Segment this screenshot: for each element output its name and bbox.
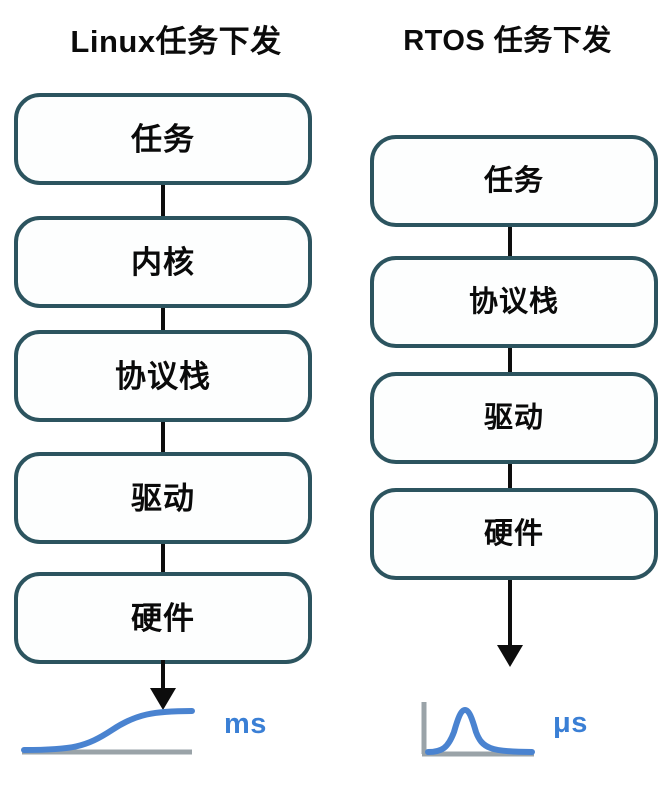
connector-task-protocol (508, 227, 512, 256)
node-label: 内核 (131, 244, 195, 280)
linux-output-arrow-head (150, 688, 176, 710)
rtos-node-task[interactable]: 任务 (370, 135, 658, 227)
connector-driver-hardware (508, 464, 512, 488)
linux-flow-column: Linux任务下发 任务 内核 协议栈 驱动 硬件 ms (14, 24, 312, 755)
connector-task-kernel (161, 185, 165, 216)
rtos-node-protocol-stack[interactable]: 协议栈 (370, 256, 658, 348)
rtos-node-hardware[interactable]: 硬件 (370, 488, 658, 580)
curve-path-sigmoid (21, 708, 195, 753)
rtos-latency-curve (421, 702, 535, 757)
node-label: 协议栈 (115, 358, 211, 394)
connector-protocol-driver (508, 348, 512, 372)
rtos-unit-label: μs (553, 707, 588, 739)
linux-node-task[interactable]: 任务 (14, 93, 312, 185)
connector-driver-hardware (161, 544, 165, 572)
linux-node-protocol-stack[interactable]: 协议栈 (14, 330, 312, 422)
rtos-flow-column: RTOS 任务下发 任务 协议栈 驱动 硬件 μs (340, 0, 671, 789)
rtos-node-driver[interactable]: 驱动 (370, 372, 658, 464)
rtos-output-arrow-line (508, 580, 512, 654)
linux-node-hardware[interactable]: 硬件 (14, 572, 312, 664)
linux-node-driver[interactable]: 驱动 (14, 452, 312, 544)
node-label: 协议栈 (468, 285, 559, 318)
curve-path-peak (425, 707, 535, 755)
node-label: 硬件 (483, 517, 544, 550)
linux-column-title: Linux任务下发 (70, 24, 282, 59)
rtos-output-arrow-head (497, 645, 523, 667)
connector-protocol-driver (161, 422, 165, 452)
linux-latency-curve (21, 708, 195, 755)
node-label: 驱动 (131, 480, 195, 516)
linux-node-kernel[interactable]: 内核 (14, 216, 312, 308)
node-label: 任务 (131, 121, 195, 157)
node-label: 任务 (483, 164, 544, 197)
linux-unit-label: ms (224, 708, 267, 740)
node-label: 驱动 (483, 401, 544, 434)
linux-output-arrow-line (161, 660, 165, 696)
rtos-column-title: RTOS 任务下发 (403, 25, 612, 57)
node-label: 硬件 (131, 600, 195, 636)
connector-kernel-protocol (161, 308, 165, 330)
